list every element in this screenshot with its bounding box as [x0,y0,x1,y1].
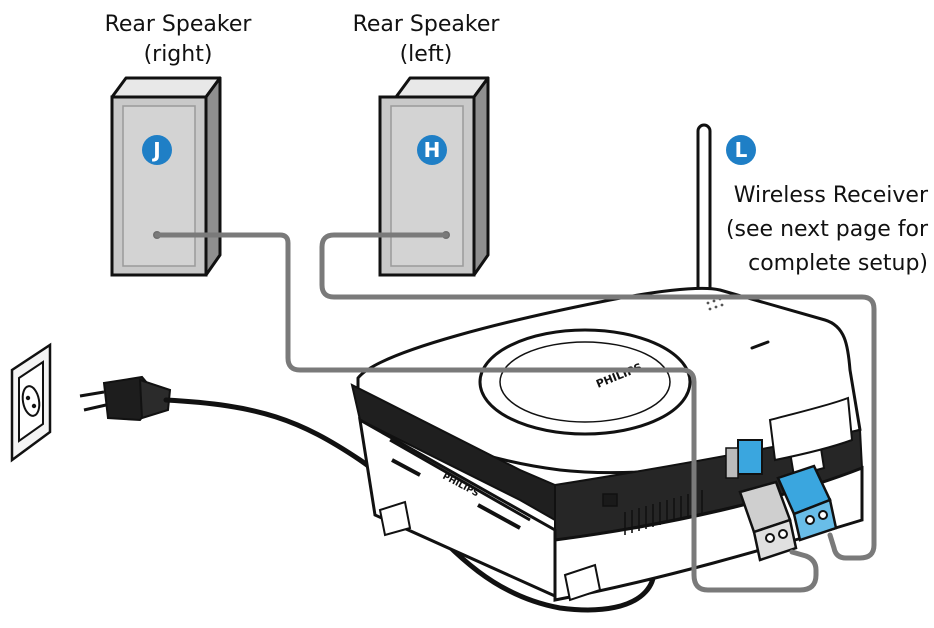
receiver-title: Wireless Receiver [733,183,928,208]
svg-text:L: L [735,138,748,162]
svg-text:H: H [424,138,441,162]
wireless-receiver: PHILIPS PHILIPS [350,286,864,602]
right-speaker-plug [738,480,798,562]
speaker-right-title: Rear Speaker [104,12,252,37]
speaker-left: H [378,76,490,277]
speaker-left-subtitle: (left) [399,42,453,67]
receiver-speaker-port [725,439,763,479]
left-speaker-cable [319,232,877,561]
wall-socket [10,342,52,463]
speaker-left-title: Rear Speaker [352,12,500,37]
speaker-left-badge: H [417,135,447,165]
speaker-right: J [110,76,222,277]
receiver-grille [624,490,703,535]
power-plug [79,375,172,422]
svg-text:J: J [151,138,160,162]
speaker-right-subtitle: (right) [143,42,213,67]
right-speaker-cable [154,232,819,593]
left-speaker-plug [776,464,838,542]
receiver-power-port [602,493,618,507]
receiver-note-line2: complete setup) [748,251,928,276]
receiver-badge: L [726,135,756,165]
receiver-note-line1: (see next page for [725,217,928,242]
speaker-right-badge: J [142,135,172,165]
